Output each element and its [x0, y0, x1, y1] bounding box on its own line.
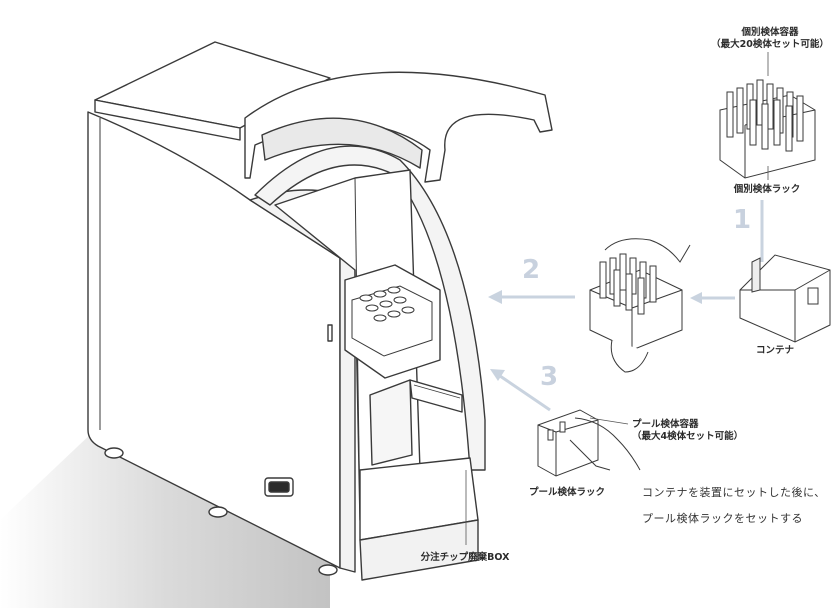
label-tip-waste-box: 分注チップ廃棄BOX	[420, 552, 510, 563]
label-individual-container-line1: 個別検体容器	[741, 27, 799, 38]
step-number-1: 1	[733, 205, 752, 235]
step-number-2: 2	[522, 255, 541, 285]
label-individual-container: 個別検体容器 （最大20検体セット可能）	[700, 27, 840, 51]
label-pool-container: プール検体容器 （最大4検体セット可能）	[632, 419, 743, 443]
container-unit	[739, 254, 831, 343]
step-number-3: 3	[540, 362, 559, 392]
sample-tubes-individual	[726, 79, 804, 152]
label-pool-container-line1: プール検体容器	[632, 419, 699, 430]
arrow-container-to-rack	[690, 292, 735, 304]
label-pool-rack: プール検体ラック	[528, 487, 605, 498]
arrow-step-2	[488, 290, 575, 304]
arrow-step-3	[490, 369, 551, 412]
instruction-note-line1: コンテナを装置にセットした後に、	[642, 486, 826, 499]
rack-inside-instrument	[351, 285, 433, 357]
label-container: コンテナ	[755, 345, 794, 356]
rack-being-loaded	[589, 238, 691, 373]
sample-tubes-loading	[599, 253, 657, 315]
instrument-body	[87, 41, 553, 581]
label-individual-container-line2: （最大20検体セット可能）	[711, 39, 829, 50]
floor-shadow	[0, 430, 330, 608]
step-arrows	[488, 200, 764, 412]
instruction-note-line2: プール検体ラックをセットする	[642, 512, 803, 525]
label-individual-rack: 個別検体ラック	[733, 184, 801, 195]
label-pool-container-line2: （最大4検体セット可能）	[632, 431, 744, 442]
pool-sample-rack	[537, 409, 641, 477]
individual-sample-rack	[719, 79, 816, 179]
